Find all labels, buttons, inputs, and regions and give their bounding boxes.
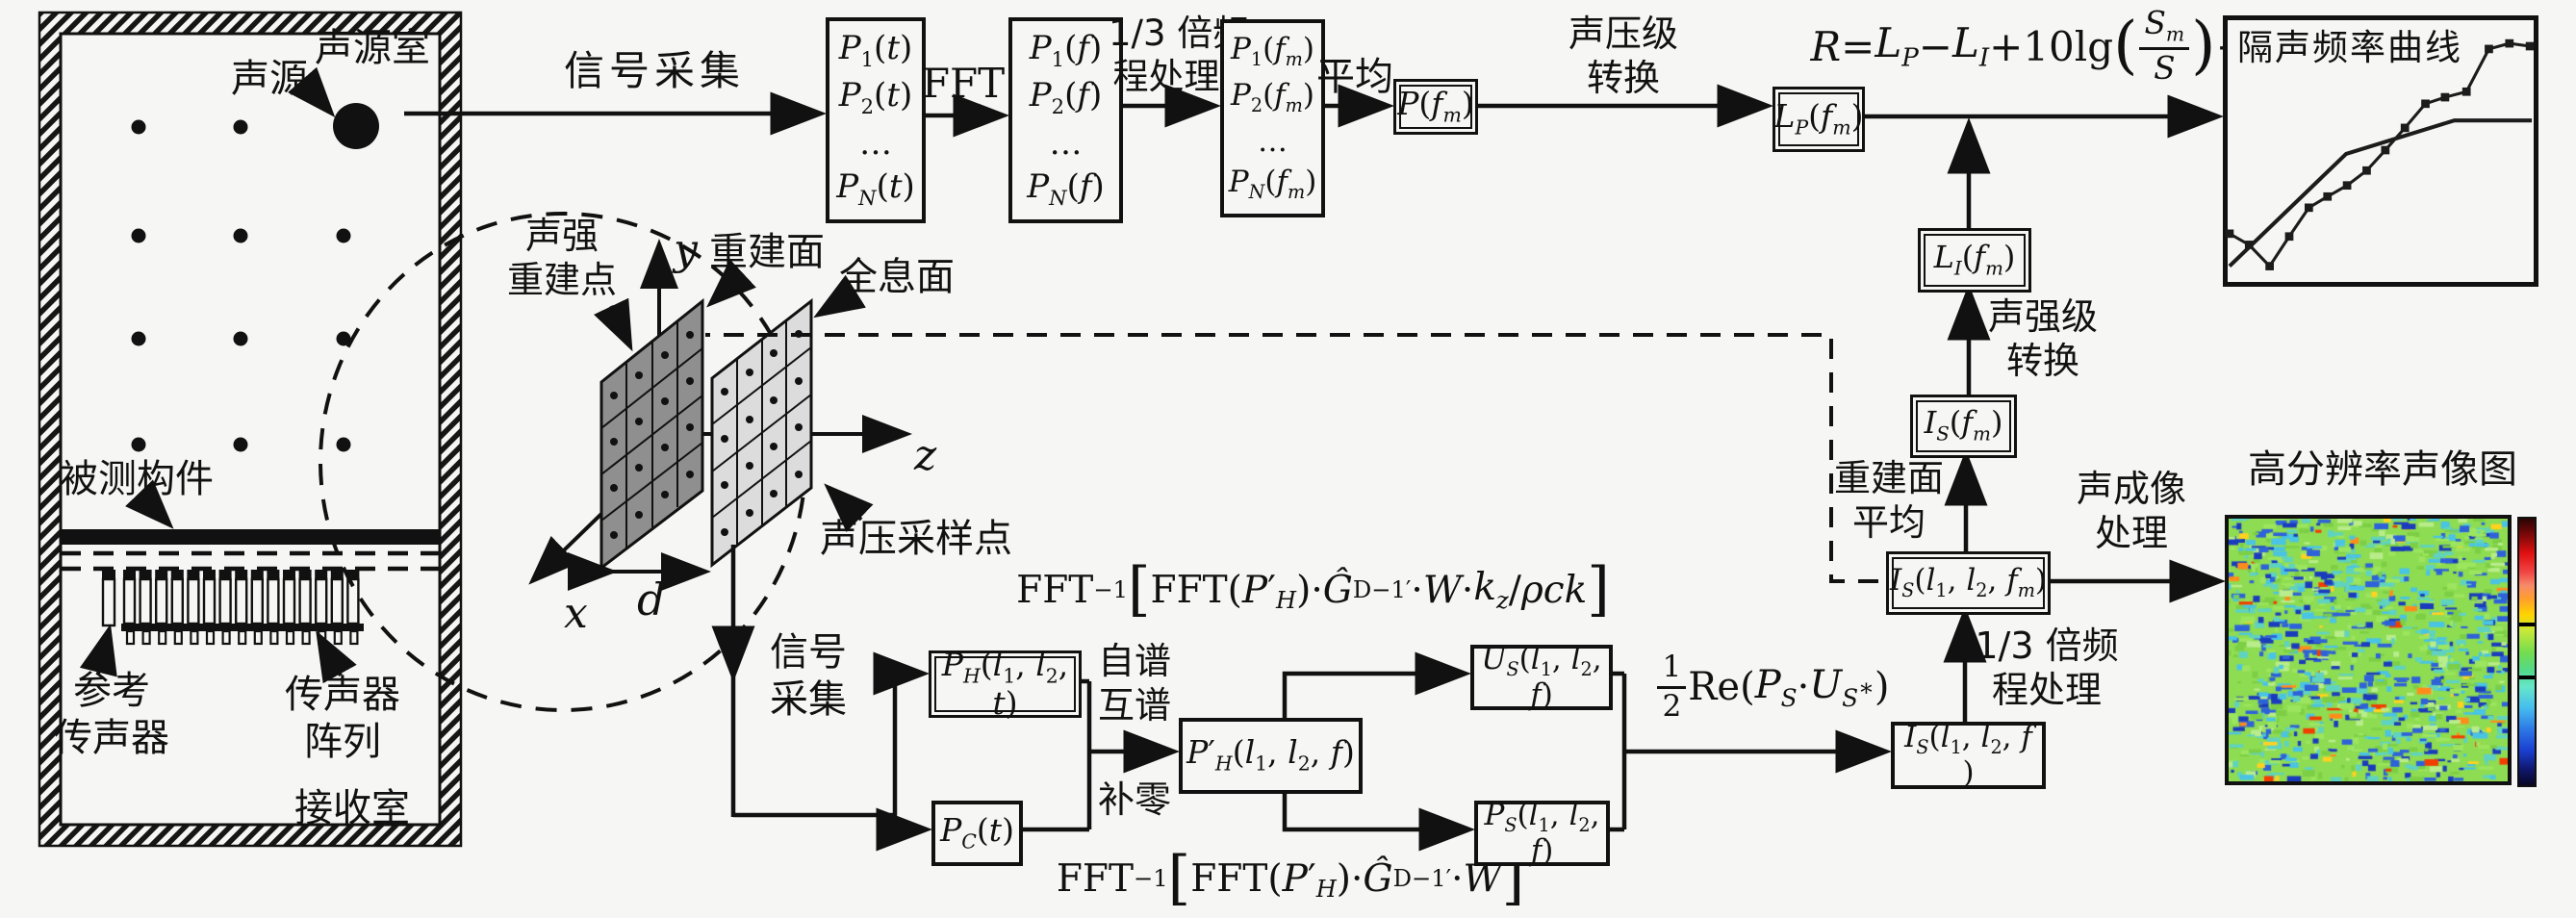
array-label-arrow (316, 629, 357, 684)
rail-stub (190, 629, 199, 646)
rail-stub (253, 629, 263, 646)
hologram-plane (710, 297, 813, 569)
recon-plane-label: 重建面 (709, 230, 825, 274)
specimen-label: 被测构件 (60, 457, 214, 501)
rail-stub (269, 629, 279, 646)
freq-signals-box: P1(f)P2(f) …PN(f) (1008, 17, 1123, 223)
rail-stub (158, 629, 167, 646)
mic-tooth-cap (123, 570, 136, 579)
r-formula: R=LP−LI+10lg(SmS)−6 (1810, 5, 2276, 88)
source-label: 声源 (231, 57, 308, 101)
mic-tooth-cap (155, 570, 168, 579)
spl-convert-label: 声压级转换 (1568, 13, 1678, 100)
array-rail (121, 624, 364, 631)
plane-figure-3d (528, 239, 912, 591)
test-rooms-schematic (38, 11, 463, 848)
average-label: 平均 (1316, 55, 1393, 99)
recon-avg-label: 重建面平均 (1833, 457, 1944, 545)
mic-tooth-cap (203, 570, 216, 579)
insulation-curve-plot (2225, 38, 2535, 270)
sample-point-label: 声压采样点 (820, 517, 1012, 561)
mic-tooth-cap (218, 570, 232, 579)
octave-signals-box: P1(fm)P2(fm) …PN(fm) (1220, 19, 1325, 217)
acquisition-top-label: 信号采集 (563, 47, 745, 94)
mic-tooth-cap (346, 570, 360, 579)
rail-stub (221, 629, 231, 646)
pc-box: PC(t) (931, 801, 1023, 866)
mic-tooth-cap (315, 570, 328, 579)
lp-fm-box: LP(fm) (1773, 87, 1865, 152)
sound-source-dot (333, 103, 379, 149)
mic-array-label: 传声器阵列 (285, 673, 400, 764)
fft-label: FFT (921, 60, 1006, 107)
source-label-arrow (287, 66, 336, 118)
axis-z-label: z (914, 431, 937, 480)
acoustic-image-title: 高分辨率声像图 (2248, 447, 2517, 492)
colorbar-tick (2519, 676, 2535, 680)
recon-point-label: 声强重建点 (506, 215, 617, 302)
is-grid-box: IS(l1, l2, fm) (1886, 551, 2051, 615)
rail-stub (301, 629, 311, 646)
third-octave-top-label: 1/3 倍频程处理 (1109, 13, 1249, 98)
specimen-label-arrow (125, 479, 174, 529)
mic-tooth-cap (187, 570, 200, 579)
mic-tooth-cap (250, 570, 264, 579)
mic-tooth-cap (139, 570, 152, 579)
rail-stub (238, 629, 247, 646)
mic-tooth-cap (283, 570, 295, 579)
zero-pad-label: 补零 (1097, 778, 1171, 821)
rail-stub (141, 629, 151, 646)
distance-d-label: d (637, 574, 666, 625)
imaging-label: 声成像处理 (2076, 468, 2186, 555)
mic-tooth-cap (170, 570, 184, 579)
specimen-bar (61, 529, 440, 545)
rail-stub (173, 629, 183, 646)
ps-box: PS(l1, l2, f) (1474, 800, 1610, 867)
source-room-label: 声源室 (315, 26, 430, 70)
axis-y-label: y (674, 225, 698, 274)
acoustic-image (2225, 515, 2512, 785)
third-octave-bottom-label: 1/3 倍频程处理 (1975, 625, 2119, 712)
mic-tooth-cap (298, 570, 312, 579)
acquisition-bottom-label: 信号采集 (770, 630, 847, 722)
source-room-grid-dots (131, 119, 351, 452)
rail-stub (205, 629, 216, 646)
insulation-curve-chart: 隔声频率曲线 (2223, 15, 2538, 287)
colorbar (2517, 517, 2537, 787)
axis-x-label: x (564, 589, 588, 638)
is-fm-box: IS(fm) (1910, 395, 2017, 458)
colorbar-tick (2519, 623, 2535, 627)
holo-plane-label: 全息面 (839, 255, 955, 299)
pph-box: P′H(l1, l2, f) (1179, 718, 1363, 794)
mic-tooth-cap (330, 570, 344, 579)
mic-tooth-cap (267, 570, 280, 579)
sil-convert-label: 声强级转换 (1987, 295, 2098, 383)
time-signals-box: P1(t)P2(t) …PN(t) (826, 17, 926, 223)
rail-stub (285, 629, 295, 646)
rail-stub (125, 629, 136, 646)
refmic-label-arrow (79, 624, 117, 677)
reconstruction-plane (599, 297, 704, 572)
li-fm-box: LI(fm) (1918, 228, 2031, 293)
auto-cross-label: 自谱互谱 (1097, 640, 1171, 727)
is-f-box: IS(l1, l2, f ) (1891, 722, 2046, 789)
chart-title: 隔声频率曲线 (2237, 27, 2462, 68)
us-box: US(l1, l2, f) (1470, 644, 1613, 711)
mic-tooth-cap (235, 570, 248, 579)
ph-box: PH(l1, l2, t) (929, 648, 1082, 720)
room-interior (59, 32, 442, 827)
ref-mic-label: 参考传声器 (54, 669, 169, 760)
receiving-room-label: 接收室 (294, 786, 410, 830)
p-fm-box: P(fm) (1393, 79, 1478, 135)
